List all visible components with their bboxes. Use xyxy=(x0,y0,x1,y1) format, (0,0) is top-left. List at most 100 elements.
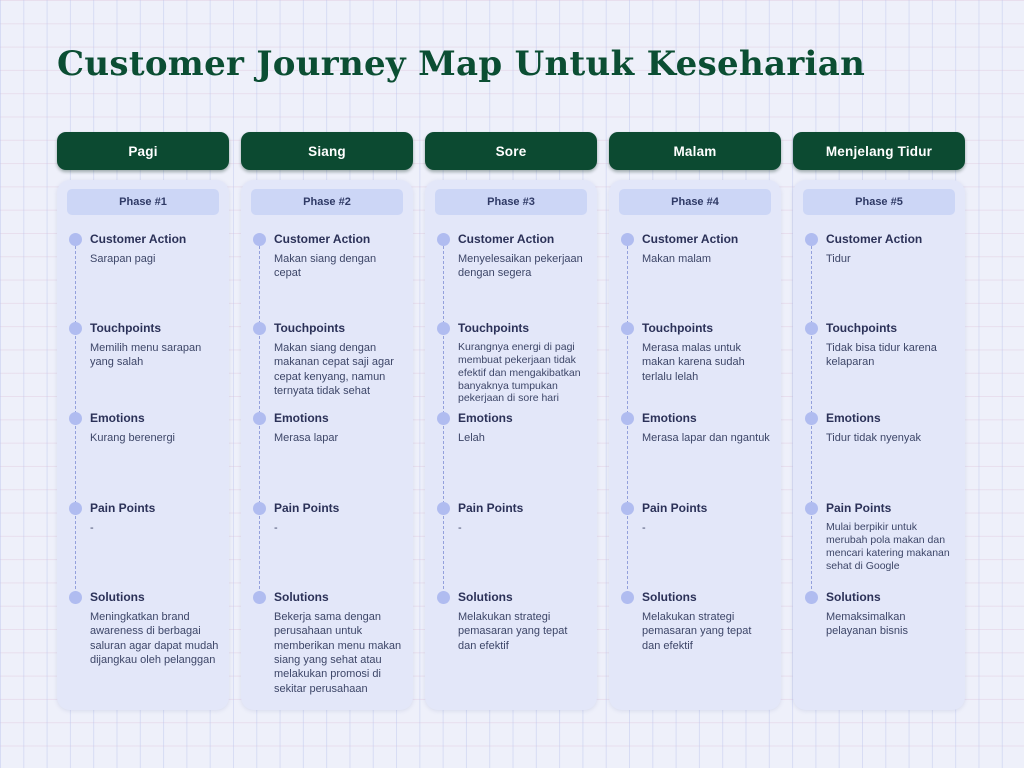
section-body: Kurang berenergi xyxy=(90,432,176,445)
section-body: Tidur xyxy=(826,253,851,266)
phase-badge: Phase #4 xyxy=(619,189,771,215)
journey-column-menjelang-tidur: Menjelang Tidur Phase #5 Customer Action… xyxy=(793,132,965,710)
timeline-dot-icon xyxy=(69,412,82,425)
section-title: Customer Action xyxy=(90,232,187,246)
timeline-dot-icon xyxy=(805,233,818,246)
phase-badge: Phase #2 xyxy=(251,189,403,215)
section-body: Menyelesaikan pekerjaan dengan segera xyxy=(458,253,583,280)
section-title: Pain Points xyxy=(458,501,524,515)
timeline-dashed-line xyxy=(75,246,76,604)
timeline-dot-icon xyxy=(621,322,634,335)
stage-card: Phase #4 Customer Action Makan malam Tou… xyxy=(609,180,781,710)
section-emotions: Emotions Merasa lapar dan ngantuk xyxy=(609,411,781,445)
section-emotions: Emotions Lelah xyxy=(425,411,597,445)
phase-badge: Phase #3 xyxy=(435,189,587,215)
section-body: Merasa malas untuk makan karena sudah te… xyxy=(642,342,745,383)
page-title: Customer Journey Map Untuk Keseharian xyxy=(57,44,866,84)
stage-header-pill: Malam xyxy=(609,132,781,170)
timeline-dot-icon xyxy=(69,322,82,335)
section-body: Tidak bisa tidur karena kelaparan xyxy=(826,342,937,369)
section-body: Kurangnya energi di pagi membuat pekerja… xyxy=(458,341,581,405)
timeline-dashed-line xyxy=(627,246,628,604)
section-title: Solutions xyxy=(458,590,513,604)
timeline-dot-icon xyxy=(253,412,266,425)
journey-column-siang: Siang Phase #2 Customer Action Makan sia… xyxy=(241,132,413,710)
section-title: Emotions xyxy=(90,411,145,425)
section-title: Pain Points xyxy=(826,501,892,515)
section-title: Customer Action xyxy=(274,232,371,246)
section-solutions: Solutions Memaksimalkan pelayanan bisnis xyxy=(793,590,965,639)
section-touchpoints: Touchpoints Kurangnya energi di pagi mem… xyxy=(425,321,597,405)
section-body: Sarapan pagi xyxy=(90,253,156,266)
section-pain-points: Pain Points Mulai berpikir untuk merubah… xyxy=(793,501,965,572)
journey-column-sore: Sore Phase #3 Customer Action Menyelesai… xyxy=(425,132,597,710)
stage-header-pill: Pagi xyxy=(57,132,229,170)
section-title: Touchpoints xyxy=(274,321,346,335)
section-pain-points: Pain Points - xyxy=(57,501,229,535)
section-title: Solutions xyxy=(826,590,881,604)
timeline-dot-icon xyxy=(437,322,450,335)
timeline-dot-icon xyxy=(69,233,82,246)
section-body: Makan malam xyxy=(642,253,712,266)
section-title: Emotions xyxy=(826,411,881,425)
section-title: Solutions xyxy=(642,590,697,604)
section-emotions: Emotions Merasa lapar xyxy=(241,411,413,445)
section-body: Melakukan strategi pemasaran yang tepat … xyxy=(458,611,568,652)
section-emotions: Emotions Kurang berenergi xyxy=(57,411,229,445)
section-title: Pain Points xyxy=(642,501,708,515)
timeline-dot-icon xyxy=(805,322,818,335)
section-touchpoints: Touchpoints Memilih menu sarapan yang sa… xyxy=(57,321,229,370)
section-solutions: Solutions Meningkatkan brand awareness d… xyxy=(57,590,229,667)
section-body: Tidur tidak nyenyak xyxy=(826,432,921,445)
section-customer-action: Customer Action Menyelesaikan pekerjaan … xyxy=(425,232,597,281)
section-body: Makan siang dengan cepat xyxy=(274,253,377,280)
timeline-dot-icon xyxy=(437,591,450,604)
section-body: Merasa lapar dan ngantuk xyxy=(642,432,770,445)
section-pain-points: Pain Points - xyxy=(241,501,413,535)
section-customer-action: Customer Action Tidur xyxy=(793,232,965,266)
phase-badge: Phase #5 xyxy=(803,189,955,215)
section-pain-points: Pain Points - xyxy=(609,501,781,535)
timeline-dashed-line xyxy=(443,246,444,604)
timeline-dot-icon xyxy=(805,502,818,515)
section-body: Memilih menu sarapan yang salah xyxy=(90,342,202,369)
journey-column-malam: Malam Phase #4 Customer Action Makan mal… xyxy=(609,132,781,710)
section-touchpoints: Touchpoints Tidak bisa tidur karena kela… xyxy=(793,321,965,370)
section-body: Mulai berpikir untuk merubah pola makan … xyxy=(826,521,950,572)
section-emotions: Emotions Tidur tidak nyenyak xyxy=(793,411,965,445)
section-touchpoints: Touchpoints Makan siang dengan makanan c… xyxy=(241,321,413,398)
journey-column-pagi: Pagi Phase #1 Customer Action Sarapan pa… xyxy=(57,132,229,710)
section-solutions: Solutions Melakukan strategi pemasaran y… xyxy=(609,590,781,653)
section-title: Pain Points xyxy=(90,501,156,515)
stage-card: Phase #1 Customer Action Sarapan pagi To… xyxy=(57,180,229,710)
section-title: Touchpoints xyxy=(458,321,530,335)
phase-badge: Phase #1 xyxy=(67,189,219,215)
timeline-dot-icon xyxy=(621,233,634,246)
section-body: - xyxy=(458,522,462,535)
section-body: Bekerja sama dengan perusahaan untuk mem… xyxy=(274,611,402,695)
section-title: Solutions xyxy=(90,590,145,604)
section-body: - xyxy=(274,522,278,535)
section-body: Lelah xyxy=(458,432,485,445)
stage-card: Phase #2 Customer Action Makan siang den… xyxy=(241,180,413,710)
timeline-dot-icon xyxy=(437,233,450,246)
section-title: Customer Action xyxy=(826,232,923,246)
section-title: Customer Action xyxy=(642,232,739,246)
timeline-dot-icon xyxy=(621,412,634,425)
section-title: Touchpoints xyxy=(90,321,162,335)
section-touchpoints: Touchpoints Merasa malas untuk makan kar… xyxy=(609,321,781,384)
timeline-dot-icon xyxy=(437,412,450,425)
stage-card: Phase #3 Customer Action Menyelesaikan p… xyxy=(425,180,597,710)
stage-header-pill: Siang xyxy=(241,132,413,170)
section-customer-action: Customer Action Sarapan pagi xyxy=(57,232,229,266)
section-title: Touchpoints xyxy=(642,321,714,335)
section-customer-action: Customer Action Makan siang dengan cepat xyxy=(241,232,413,281)
timeline-dot-icon xyxy=(253,591,266,604)
section-solutions: Solutions Melakukan strategi pemasaran y… xyxy=(425,590,597,653)
timeline-dot-icon xyxy=(69,591,82,604)
timeline-dot-icon xyxy=(805,412,818,425)
section-body: Merasa lapar xyxy=(274,432,339,445)
stage-header-pill: Menjelang Tidur xyxy=(793,132,965,170)
section-body: Meningkatkan brand awareness di berbagai… xyxy=(90,611,219,667)
timeline-dot-icon xyxy=(253,233,266,246)
